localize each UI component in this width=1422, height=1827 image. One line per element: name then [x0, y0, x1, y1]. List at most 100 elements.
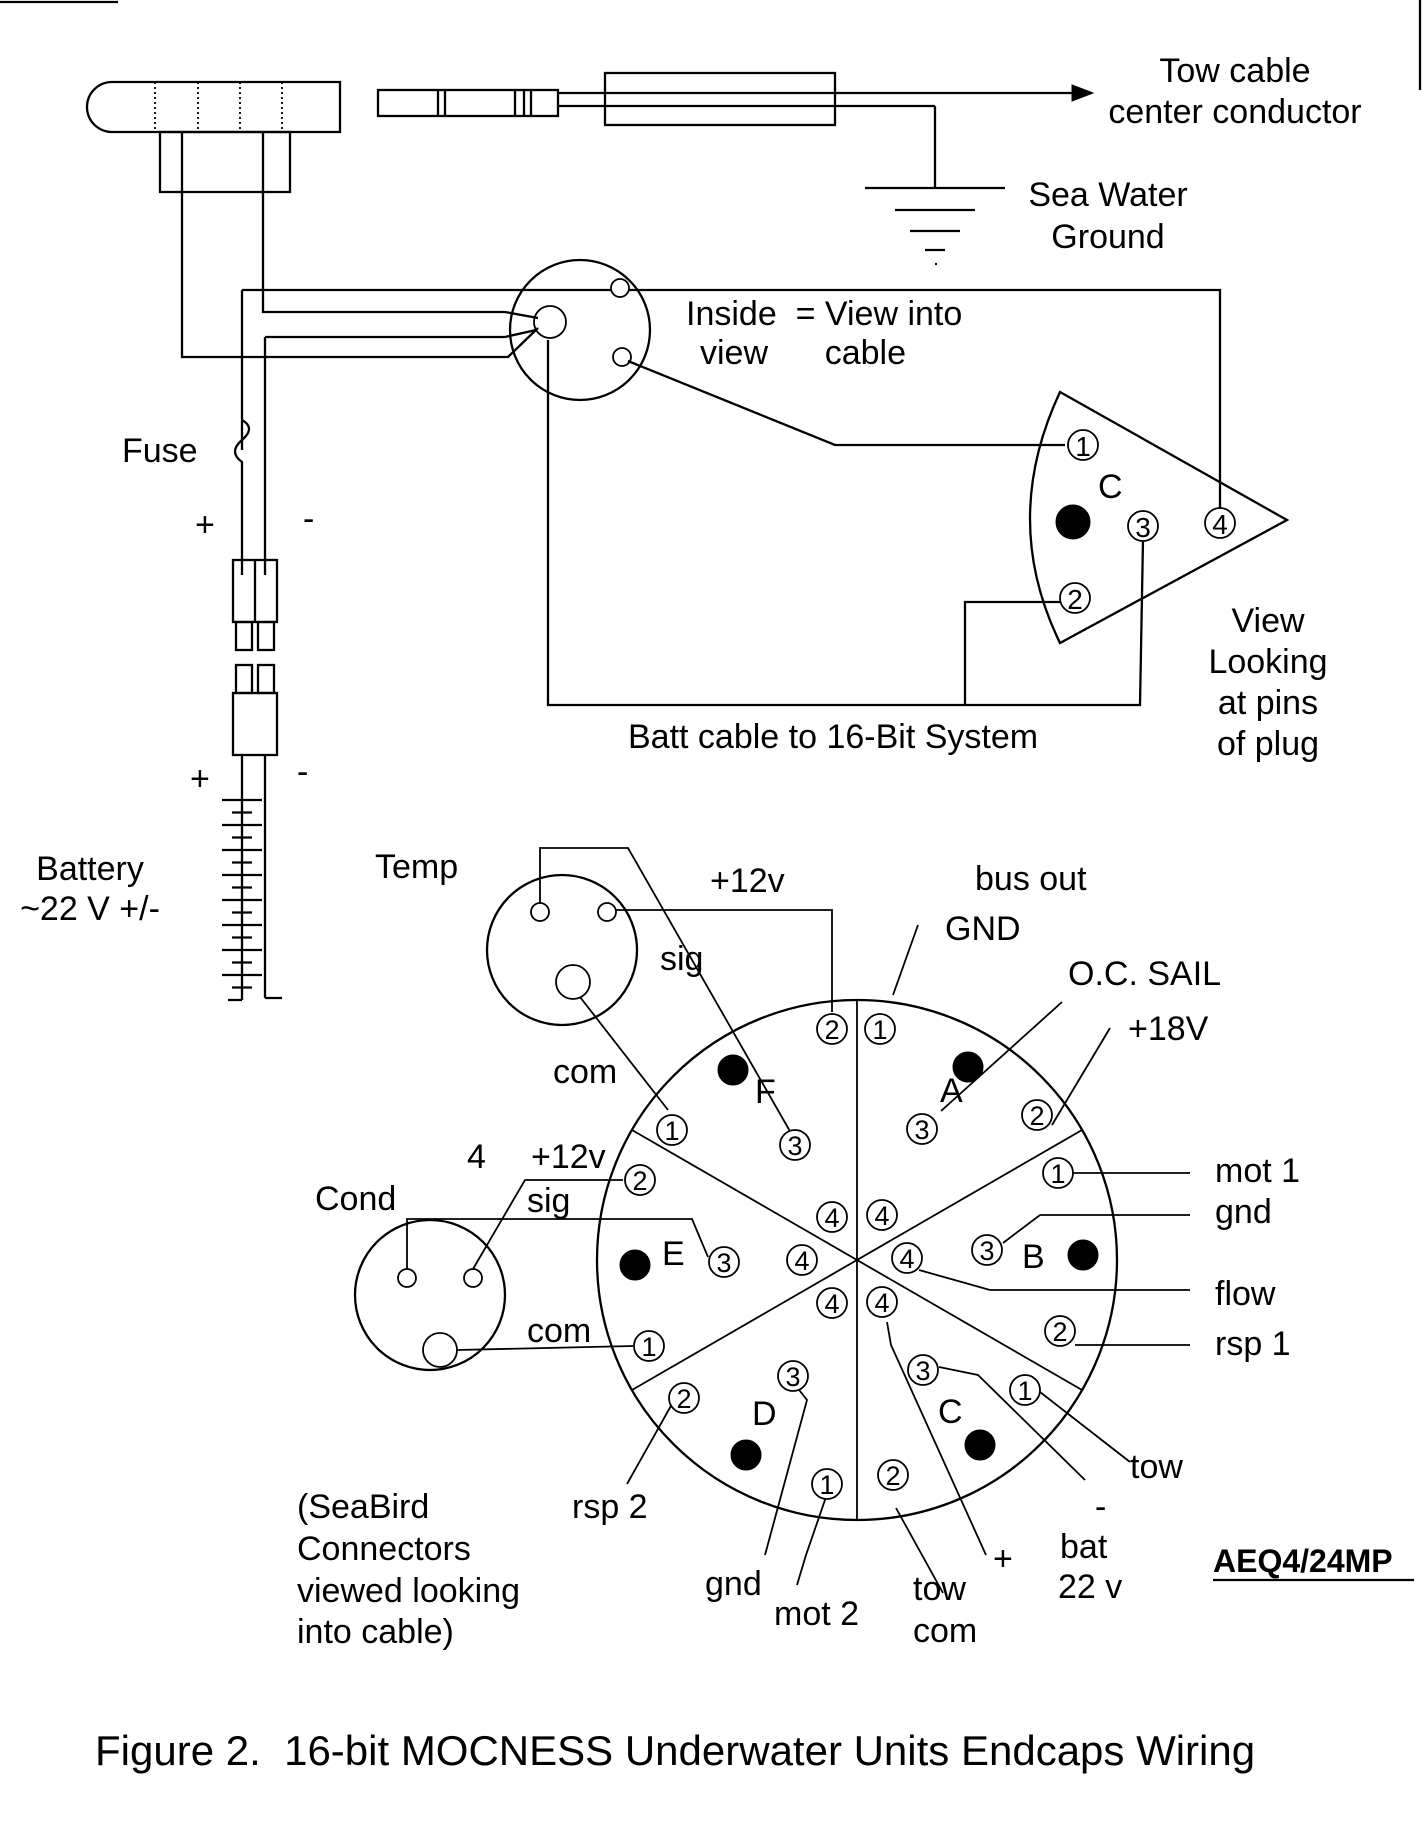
- endcap-pin-d2: 2: [668, 1382, 700, 1414]
- endcap-pin-e2: 2: [624, 1164, 656, 1196]
- svg-text:4: 4: [899, 1244, 914, 1274]
- label-tow: tow: [1130, 1448, 1183, 1486]
- sector-keys: [619, 1051, 1099, 1471]
- endcap-pin-a3: 3: [906, 1113, 938, 1145]
- battery-symbol: [222, 790, 282, 1002]
- endcap-pin-b1: 1: [1042, 1157, 1074, 1189]
- svg-text:2: 2: [1067, 584, 1083, 615]
- cond-connector: [353, 1218, 507, 1372]
- label-view-pins-3: at pins: [1218, 684, 1318, 722]
- svg-text:3: 3: [914, 1115, 929, 1145]
- svg-text:3: 3: [785, 1362, 800, 1392]
- svg-text:1: 1: [1050, 1159, 1065, 1189]
- svg-text:3: 3: [1135, 512, 1151, 543]
- plug-c-triangle: [1028, 390, 1290, 645]
- temp-connector: [485, 873, 639, 1027]
- inside-view-connector: [508, 258, 652, 402]
- svg-text:4: 4: [874, 1288, 889, 1318]
- label-view-pins-1: View: [1231, 602, 1305, 640]
- endcap-pin-a2: 2: [1021, 1099, 1053, 1131]
- svg-text:2: 2: [1029, 1101, 1044, 1131]
- plug-pin-2: 2: [1059, 582, 1091, 615]
- endcap-pin-e3: 3: [708, 1246, 740, 1278]
- label-cond: Cond: [315, 1180, 396, 1218]
- endcap-pin-b3: 3: [971, 1234, 1003, 1266]
- svg-text:2: 2: [676, 1384, 691, 1414]
- svg-text:3: 3: [787, 1131, 802, 1161]
- endcap-pin-f4: 4: [816, 1201, 848, 1233]
- svg-text:4: 4: [874, 1201, 889, 1231]
- sector-letter-c: C: [938, 1393, 963, 1431]
- endcap-pin-c4: 4: [866, 1286, 898, 1318]
- plug-pin-4: 4: [1204, 507, 1236, 540]
- top-wiring: [180, 132, 1222, 707]
- power-connector-lower: [231, 663, 279, 790]
- label-inside-view-2: view cable: [700, 334, 906, 372]
- label-num-4: 4: [467, 1138, 486, 1176]
- label-tow-cable-2: center conductor: [1108, 93, 1361, 131]
- label-sea-water-1: Sea Water: [1028, 176, 1187, 214]
- label-flow: flow: [1215, 1275, 1276, 1313]
- label-battery-1: Battery: [36, 850, 144, 888]
- label-cond-sig: sig: [527, 1182, 570, 1220]
- label-bat-1: bat: [1060, 1528, 1108, 1566]
- label-sea-water-2: Ground: [1051, 218, 1164, 256]
- endcap-pin-a4: 4: [866, 1199, 898, 1231]
- label-view-pins-4: of plug: [1217, 725, 1319, 763]
- label-plus12v-left: +12v: [531, 1138, 606, 1176]
- svg-text:3: 3: [979, 1236, 994, 1266]
- label-gnd-right: gnd: [1215, 1193, 1272, 1231]
- key-dot: [1055, 504, 1091, 540]
- label-temp-sig: sig: [660, 940, 703, 978]
- endcap-pin-b2: 2: [1044, 1315, 1076, 1347]
- label-seabird-1: (SeaBird: [297, 1488, 429, 1526]
- label-temp-com: com: [553, 1053, 617, 1091]
- label-plus: +: [993, 1540, 1013, 1578]
- ground-symbol: [865, 186, 1005, 266]
- endcap-pin-e4: 4: [786, 1244, 818, 1276]
- label-fuse: Fuse: [122, 432, 198, 470]
- figure-caption: Figure 2. 16-bit MOCNESS Underwater Unit…: [95, 1727, 1255, 1774]
- svg-text:4: 4: [1212, 509, 1228, 540]
- endcap-pin-c2: 2: [877, 1459, 909, 1491]
- arrow-head: [1071, 84, 1095, 102]
- svg-text:2: 2: [1052, 1317, 1067, 1347]
- label-tow-com-2: com: [913, 1612, 977, 1650]
- label-batt-cable: Batt cable to 16-Bit System: [628, 718, 1038, 756]
- label-seabird-4: into cable): [297, 1613, 454, 1651]
- svg-text:1: 1: [872, 1015, 887, 1045]
- endcap-pin-a1: 1: [864, 1013, 896, 1045]
- svg-text:1: 1: [1017, 1376, 1032, 1406]
- tow-cable-plug: [376, 71, 1095, 188]
- endcap-pin-d1: 1: [811, 1468, 843, 1500]
- main-endcap: [595, 998, 1119, 1522]
- label-seabird-3: viewed looking: [297, 1572, 520, 1610]
- svg-text:4: 4: [824, 1289, 839, 1319]
- plug-pin-3: 3: [1127, 510, 1159, 543]
- label-battery-2: ~22 V +/-: [20, 890, 160, 928]
- label-oc-sail: O.C. SAIL: [1068, 955, 1221, 993]
- model-tag: AEQ4/24MP: [1213, 1543, 1393, 1579]
- label-minus-lower: -: [297, 753, 308, 791]
- svg-text:1: 1: [664, 1116, 679, 1146]
- svg-text:3: 3: [915, 1356, 930, 1386]
- svg-text:1: 1: [641, 1332, 656, 1362]
- sector-letter-e: E: [662, 1235, 685, 1273]
- fuse-symbol: [233, 419, 251, 575]
- svg-text:2: 2: [632, 1166, 647, 1196]
- label-plus-lower: +: [190, 760, 210, 798]
- endcap-pin-f1: 1: [656, 1114, 688, 1146]
- label-gnd-top: GND: [945, 910, 1021, 948]
- svg-text:3: 3: [716, 1248, 731, 1278]
- endcap-pin-b4: 4: [891, 1242, 923, 1274]
- plug-letter: C: [1098, 468, 1123, 506]
- svg-text:1: 1: [1075, 431, 1091, 462]
- label-rsp1: rsp 1: [1215, 1325, 1291, 1363]
- underwater-unit-top-connector: [85, 80, 342, 194]
- label-gnd-bottom: gnd: [705, 1565, 762, 1603]
- label-minus-upper: -: [303, 500, 314, 538]
- label-inside-view-1: Inside = View into: [686, 295, 962, 333]
- label-plus18v: +18V: [1128, 1010, 1209, 1048]
- plug-pin-1: 1: [1067, 429, 1099, 462]
